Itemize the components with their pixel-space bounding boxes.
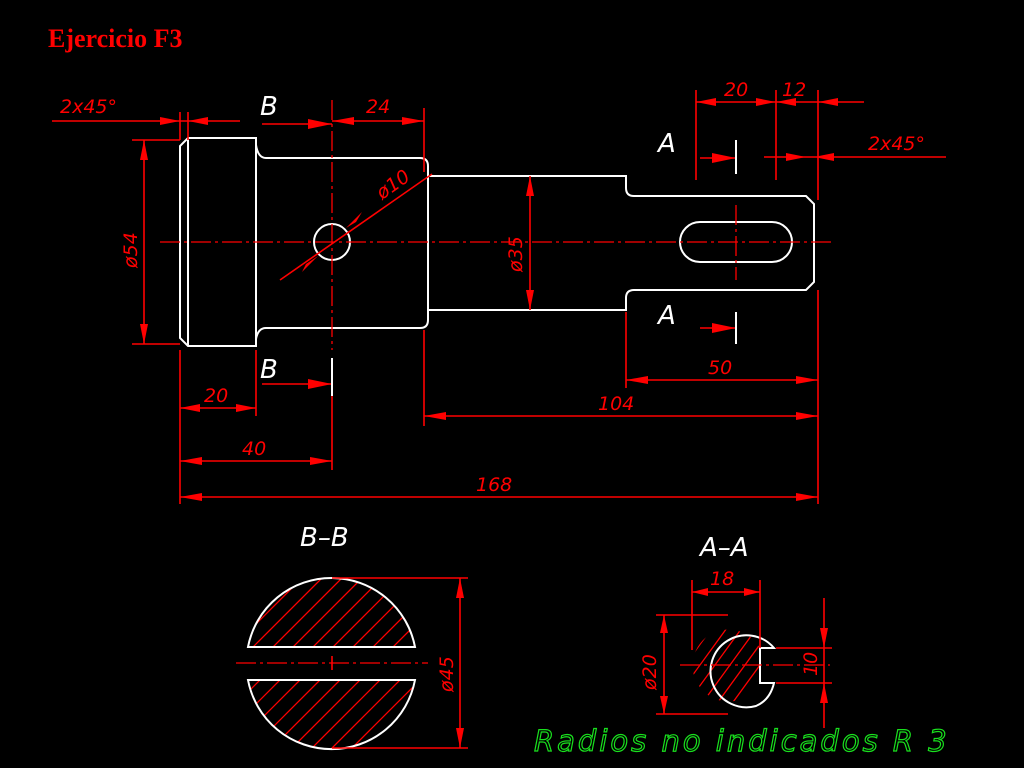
radius-note: Radios no indicados R 3 — [534, 724, 950, 758]
section-b-top-label: B — [260, 92, 278, 122]
dim-dia20: ø20 — [639, 654, 661, 691]
chamfer-left-label: 2x45° — [60, 96, 117, 118]
section-a-bottom-label: A — [656, 301, 676, 331]
drawing-title: Ejercicio F3 — [48, 24, 183, 53]
section-aa-view: A–A 18 ø20 — [639, 533, 832, 728]
dim-40: 40 — [242, 438, 266, 460]
dim-dia10: ø10 — [371, 166, 414, 205]
section-bb-view: B–B — [236, 523, 468, 751]
dim-18: 18 — [710, 568, 734, 590]
dim-dia35: ø35 — [505, 236, 527, 273]
dimensions-main: 2x45° B 24 ø54 ø10 ø35 — [52, 79, 946, 504]
section-b-bottom-label: B — [260, 355, 278, 385]
dim-10: 10 — [800, 652, 822, 676]
dim-dia54: ø54 — [120, 232, 142, 269]
dim-24: 24 — [366, 96, 390, 118]
view-bb-label: B–B — [300, 523, 349, 553]
dim-12: 12 — [782, 79, 806, 101]
centerlines — [160, 100, 832, 350]
dim-20-bottom: 20 — [204, 385, 228, 407]
dim-dia45: ø45 — [436, 656, 458, 693]
chamfer-right-label: 2x45° — [868, 133, 925, 155]
dim-20-top: 20 — [724, 79, 748, 101]
view-aa-label: A–A — [698, 533, 749, 563]
dim-50: 50 — [708, 357, 732, 379]
dim-168: 168 — [476, 474, 512, 496]
section-a-top-label: A — [656, 129, 676, 159]
dim-104: 104 — [598, 393, 634, 415]
